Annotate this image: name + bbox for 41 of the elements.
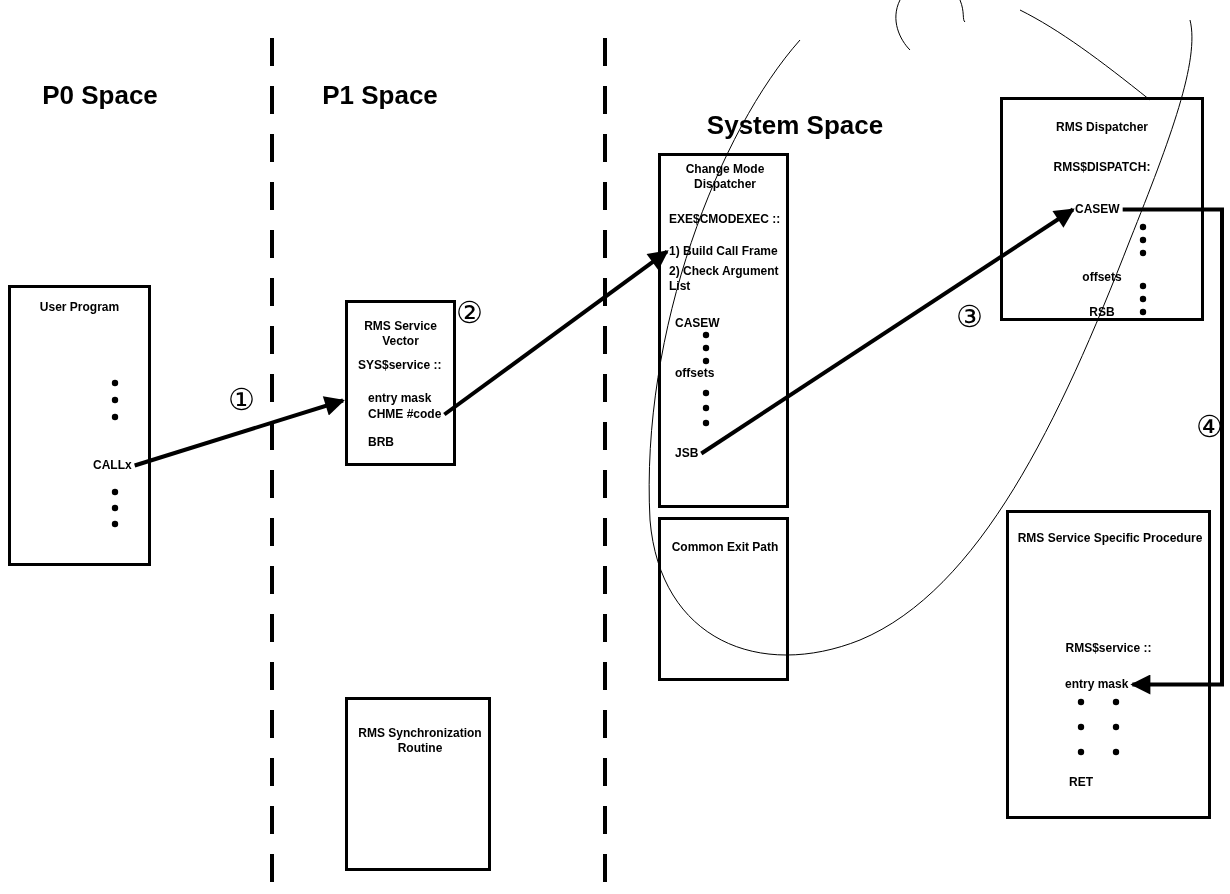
box-title: RMS Synchronization Routine [357, 726, 483, 756]
code-line: RSB [1088, 305, 1116, 320]
code-line: entry mask [1065, 677, 1129, 692]
routine-box [8, 285, 151, 566]
code-line: offsets [1081, 270, 1123, 285]
code-line: entry mask [368, 391, 433, 406]
arrow [1122, 207, 1224, 695]
arrow [700, 207, 1075, 456]
box-title: RMS Service Vector [363, 319, 438, 349]
code-line: RMS$service :: [1064, 641, 1153, 656]
code-line: SYS$service :: [358, 358, 443, 373]
box-title: Common Exit Path [670, 540, 780, 555]
routine-box [1006, 510, 1211, 819]
code-line: CHME #code [368, 407, 442, 422]
arrow [443, 249, 669, 417]
box-title: RMS Dispatcher [1055, 120, 1149, 135]
column-heading: P1 Space [321, 80, 439, 110]
box-title: Change Mode Dispatcher [684, 162, 766, 192]
code-line: BRB [368, 435, 395, 450]
code-line: 2) Check Argument List [669, 264, 780, 294]
routine-box [658, 153, 789, 508]
code-line: RET [1069, 775, 1094, 790]
code-line: CALLx [93, 458, 132, 473]
routine-box [345, 697, 491, 871]
routine-box [1000, 97, 1204, 321]
step-number: ② [456, 298, 483, 328]
code-line: CASEW [675, 316, 721, 331]
code-line: RMS$DISPATCH: [1052, 160, 1152, 175]
code-line: offsets [675, 366, 716, 381]
box-title: User Program [38, 300, 121, 315]
step-number: ④ [1196, 412, 1223, 442]
routine-box [345, 300, 456, 466]
step-number: ① [228, 385, 255, 415]
box-title: RMS Service Specific Procedure [1016, 531, 1204, 546]
column-heading: P0 Space [41, 80, 159, 110]
arrow [134, 396, 345, 468]
step-number: ③ [956, 302, 983, 332]
code-line: JSB [675, 446, 699, 461]
routine-box [658, 517, 789, 681]
code-line: CASEW [1075, 202, 1120, 217]
code-line: 1) Build Call Frame [669, 244, 778, 259]
